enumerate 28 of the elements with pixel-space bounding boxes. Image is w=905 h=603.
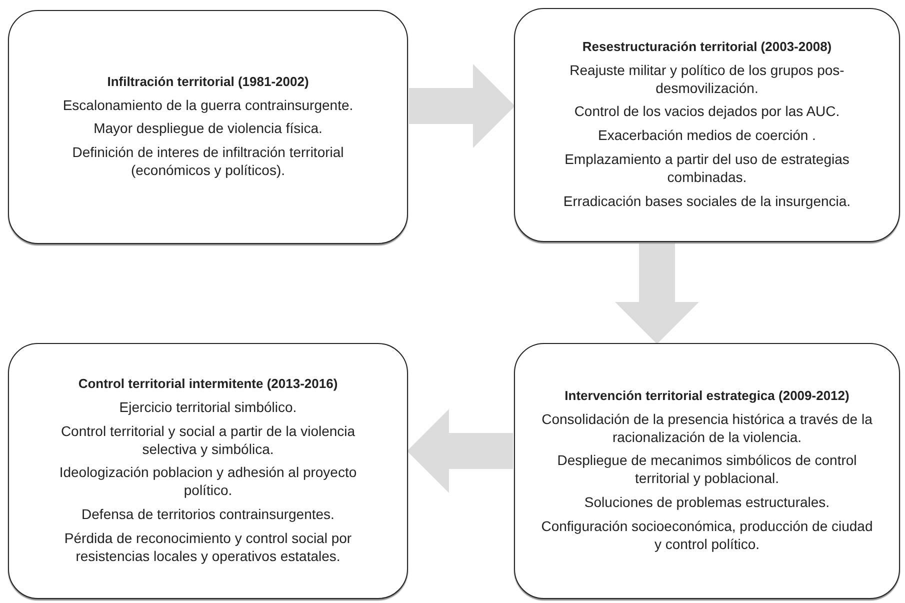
- stage-point: Defensa de territorios contrainsurgentes.: [82, 506, 334, 524]
- stage-box: [514, 8, 900, 242]
- stage-box: [8, 10, 408, 244]
- stage-point: Configuración socioeconómica, producción de ciudad y control político.: [541, 518, 873, 554]
- stage-point: Emplazamiento a partir del uso de estrategias combinadas.: [564, 151, 850, 188]
- stage-box: [514, 343, 900, 599]
- stage-heading: Intervención territorial estrategica (2009-2012): [564, 388, 850, 405]
- stage-heading: Infiltración territorial (1981-2002): [107, 74, 309, 90]
- block-arrow: [615, 243, 699, 344]
- block-arrow: [409, 64, 515, 148]
- stage-point: Consolidación de la presencia histórica a través de la racionalización de la violencia.: [541, 410, 873, 446]
- stage-point: Exacerbación medios de coerción .: [598, 127, 816, 146]
- stage-point: Definición de interes de infiltración territorial (económicos y políticos).: [71, 144, 345, 180]
- stage-point: Mayor despliegue de violencia física.: [94, 120, 322, 138]
- stage-heading: Control territorial intermitente (2013-2016): [78, 376, 338, 393]
- stage-point: Soluciones de problemas estructurales.: [584, 494, 830, 512]
- stage-point: Control territorial y social a partir de la violencia selectiva y simbólica.: [60, 422, 356, 458]
- stage-point: Despliegue de mecanimos simbólicos de control territorial y poblacional.: [556, 452, 858, 488]
- stage-point: Ideologización poblacion y adhesión al proyecto político.: [58, 464, 358, 500]
- stage-point: Pérdida de reconocimiento y control social por resistencias locales y operativos estatales.: [63, 530, 353, 566]
- stage-heading: Resestructuración territorial (2003-2008): [582, 39, 832, 56]
- stage-point: Reajuste militar y político de los grupos pos-desmovilización.: [568, 62, 846, 98]
- block-arrow: [407, 409, 513, 493]
- stage-box: [8, 343, 408, 599]
- stage-point: Ejercicio territorial simbólico.: [119, 398, 297, 417]
- stage-point: Erradicación bases sociales de la insurgencia.: [563, 193, 851, 211]
- stage-point: Control de los vacios dejados por las AUC.: [574, 103, 840, 122]
- stage-point: Escalonamiento de la guerra contrainsurgente.: [62, 96, 354, 114]
